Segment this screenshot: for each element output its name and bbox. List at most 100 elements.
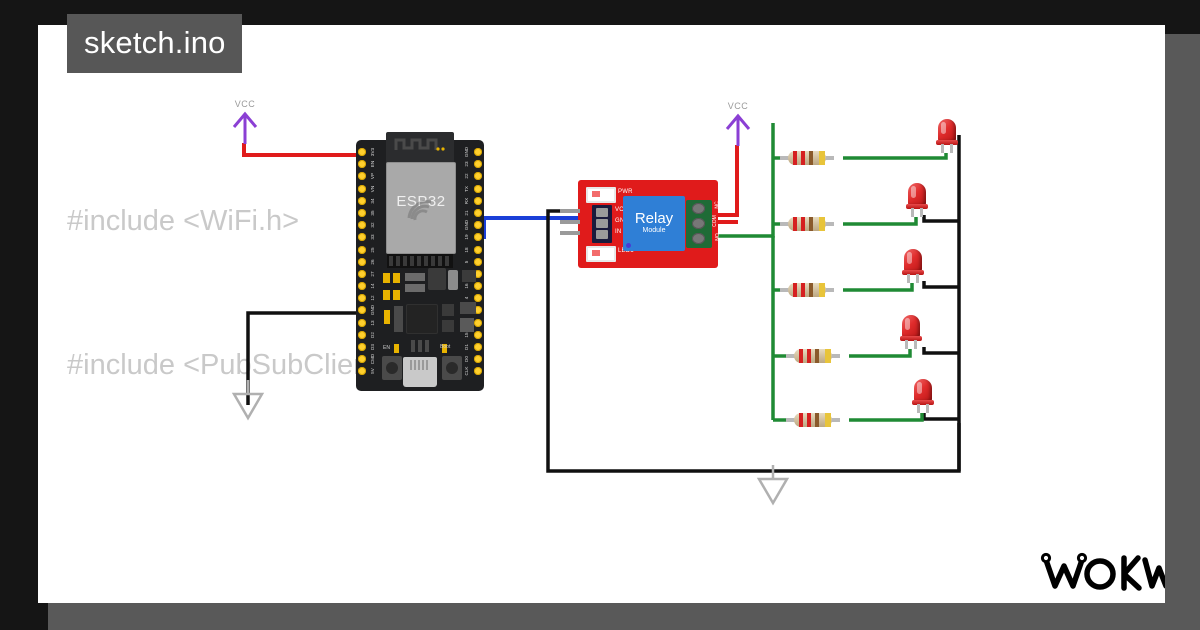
- led[interactable]: [936, 119, 958, 153]
- pin-pad[interactable]: [358, 306, 366, 315]
- pin-pad[interactable]: [474, 294, 482, 303]
- usb-connector: [403, 357, 437, 387]
- esp32-left-header[interactable]: 3V3 EN VP VN 34 35 32 33 25 26 27 14 12 …: [356, 146, 377, 378]
- pin-left: D2: [356, 329, 377, 341]
- band: [799, 349, 803, 363]
- pin-pad[interactable]: [474, 355, 482, 364]
- resistor-body: [788, 217, 826, 231]
- pin-label: CLK: [464, 366, 469, 376]
- led-bulb: [938, 119, 956, 143]
- pin-pad[interactable]: [474, 343, 482, 351]
- gnd-symbol[interactable]: [231, 380, 265, 421]
- pin-pad[interactable]: [358, 160, 366, 169]
- pin-pad[interactable]: [358, 257, 366, 266]
- resistor[interactable]: [780, 217, 834, 231]
- resistor[interactable]: [786, 413, 840, 427]
- pin-pad[interactable]: [358, 318, 366, 327]
- band: [807, 413, 811, 427]
- relay-subtitle: Module: [642, 227, 666, 234]
- pin-left: VP: [356, 170, 377, 182]
- smd-component: [394, 306, 403, 332]
- pin-pad[interactable]: [474, 221, 482, 230]
- resistor[interactable]: [780, 151, 834, 165]
- band: [801, 151, 805, 165]
- pin-pad[interactable]: [358, 282, 366, 291]
- pin-pad[interactable]: [474, 208, 482, 217]
- pin-label: GND: [464, 146, 469, 158]
- pwr-indicator-led: [586, 187, 616, 203]
- pin-left: GND: [356, 304, 377, 316]
- pin-right: CLK: [463, 365, 484, 377]
- pin-pad[interactable]: [358, 172, 366, 181]
- band: [819, 217, 825, 231]
- en-button[interactable]: [382, 356, 402, 380]
- boot-button[interactable]: [442, 356, 462, 380]
- led-anode-lead: [905, 340, 908, 349]
- diagram-canvas[interactable]: #include <WiFi.h> #include <PubSubClient…: [38, 25, 1165, 603]
- pin-pad[interactable]: [474, 306, 482, 315]
- pin-pad[interactable]: [358, 330, 366, 339]
- relay-output-terminal[interactable]: [686, 200, 712, 248]
- pin-pad[interactable]: [358, 208, 366, 217]
- pin-pad[interactable]: [358, 355, 366, 364]
- band: [807, 349, 811, 363]
- esp32-devkit-board[interactable]: ESP32 3V3 EN VP VN 34 35 32 33 2: [356, 132, 484, 391]
- pin-pad[interactable]: [474, 282, 482, 291]
- pin-label: 23: [464, 161, 469, 167]
- pin-pad[interactable]: [358, 367, 366, 376]
- pin-label: D3: [370, 344, 375, 350]
- pin-pad[interactable]: [474, 318, 482, 327]
- relay-input-header[interactable]: [592, 205, 612, 243]
- file-tab-sketch-ino[interactable]: sketch.ino: [67, 14, 242, 73]
- pwr-label: PWR: [618, 189, 633, 195]
- relay-module[interactable]: PWR VCC GND IN LED1 Relay Module: [560, 180, 720, 268]
- pin-pad[interactable]: [474, 269, 482, 278]
- vcc-symbol[interactable]: VCC: [721, 101, 755, 149]
- resistor[interactable]: [780, 283, 834, 297]
- led[interactable]: [900, 315, 922, 349]
- pin-pad[interactable]: [474, 257, 482, 266]
- resistor[interactable]: [786, 349, 840, 363]
- pin-pad[interactable]: [474, 330, 482, 339]
- pin-pad[interactable]: [358, 196, 366, 205]
- gnd-symbol[interactable]: [756, 465, 790, 506]
- wiring-layer: [242, 123, 961, 473]
- relay-title: Relay: [634, 210, 674, 227]
- led[interactable]: [906, 183, 928, 217]
- pin-pad[interactable]: [474, 196, 482, 205]
- pin-label: EN: [370, 161, 375, 168]
- pin-pad[interactable]: [474, 148, 482, 156]
- band: [809, 217, 813, 231]
- band: [801, 217, 805, 231]
- pin-label: 14: [370, 283, 375, 289]
- pin-pad[interactable]: [474, 233, 482, 242]
- pin-pad[interactable]: [358, 245, 366, 254]
- led-bulb: [902, 315, 920, 339]
- relay-pin-label-gnd: GND: [615, 218, 629, 224]
- pin-right: 21: [463, 207, 484, 219]
- esp32-right-header[interactable]: GND 23 22 TX RX 21 GND 19 18 5 17 16 4 0…: [463, 146, 484, 378]
- pin-pad[interactable]: [358, 343, 366, 351]
- vcc-lead: [560, 209, 580, 213]
- pin-pad[interactable]: [358, 233, 366, 242]
- pin-pad[interactable]: [474, 245, 482, 254]
- esp32-antenna-trace-icon: [394, 138, 445, 151]
- pin-pad[interactable]: [474, 172, 482, 181]
- pin-pad[interactable]: [358, 269, 366, 278]
- led[interactable]: [902, 249, 924, 283]
- vcc-symbol[interactable]: VCC: [228, 99, 262, 147]
- usb-uart-chip: [406, 304, 438, 334]
- pin-pad[interactable]: [474, 184, 482, 193]
- vcc-arrow-icon: [232, 111, 258, 144]
- pin-pad[interactable]: [474, 160, 482, 169]
- pin-pad[interactable]: [358, 221, 366, 230]
- led[interactable]: [912, 379, 934, 413]
- pin-pad[interactable]: [358, 184, 366, 193]
- pin-pad[interactable]: [474, 367, 482, 376]
- resistor-lead: [780, 222, 789, 226]
- pin-pad[interactable]: [358, 148, 366, 156]
- wokwi-wordmark-icon: [1040, 552, 1165, 591]
- pin-pad[interactable]: [358, 294, 366, 303]
- band: [793, 217, 797, 231]
- pin-label: VP: [370, 173, 375, 180]
